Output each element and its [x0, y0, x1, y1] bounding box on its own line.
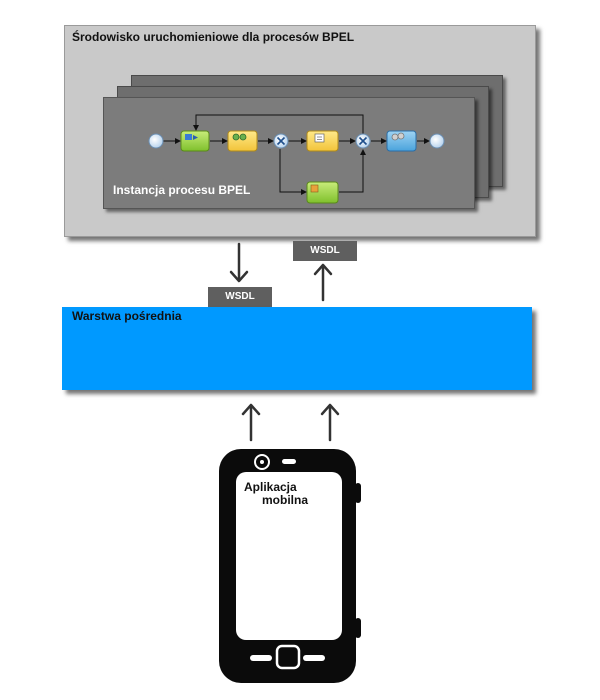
- phone-side-button: [355, 618, 361, 638]
- app-label-line2: mobilna: [262, 493, 309, 507]
- instance-label: Instancja procesu BPEL: [113, 183, 251, 197]
- middleware-label: Warstwa pośrednia: [72, 309, 182, 323]
- app-label: Aplikacja mobilna: [244, 481, 308, 507]
- arrow-up-icon: [313, 263, 333, 302]
- start-event-icon: [148, 133, 164, 149]
- home-button-icon: [275, 644, 301, 670]
- invoke-activity-icon: [306, 130, 339, 152]
- wsdl-tag-lower: WSDL: [208, 287, 272, 307]
- back-button-icon: [303, 655, 325, 661]
- arrow-up-icon: [320, 403, 340, 442]
- app-label-line1: Aplikacja: [244, 480, 297, 494]
- service-activity-icon: [386, 130, 417, 152]
- receive-activity-icon: [180, 130, 210, 152]
- end-event-icon: [429, 133, 445, 149]
- gateway-icon: [355, 133, 371, 149]
- runtime-title: Środowisko uruchomieniowe dla procesów B…: [72, 30, 355, 44]
- speaker-icon: [282, 459, 296, 464]
- middleware-layer: [62, 307, 532, 390]
- branch-activity-icon: [306, 181, 339, 204]
- wsdl-tag-upper: WSDL: [293, 241, 357, 261]
- arrow-down-icon: [229, 242, 249, 283]
- assign-activity-icon: [227, 130, 258, 152]
- phone-side-button: [355, 483, 361, 503]
- bpel-process-instance: [103, 97, 475, 209]
- arrow-up-icon: [241, 403, 261, 442]
- gateway-icon: [273, 133, 289, 149]
- phone-screen: [236, 472, 342, 640]
- menu-button-icon: [250, 655, 272, 661]
